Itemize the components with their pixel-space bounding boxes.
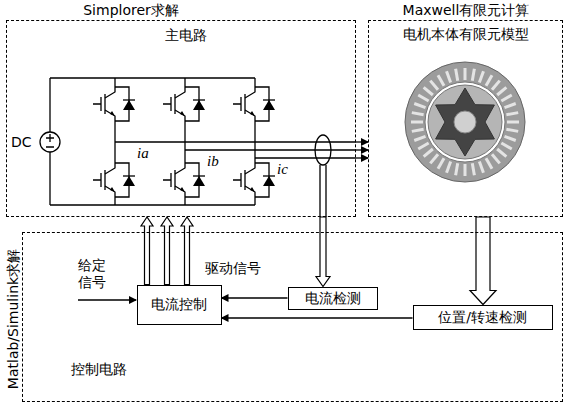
inverter-circuit	[40, 78, 356, 205]
motor-model	[405, 62, 525, 182]
region-heading: 主电路	[165, 27, 207, 44]
box-label: 位置/转速检测	[438, 309, 527, 326]
setpoint-arrow	[78, 300, 136, 301]
region-heading: Matlab/Simulink求解	[5, 249, 22, 389]
box-label: 电流检测	[305, 290, 361, 307]
signal-connector	[222, 298, 288, 299]
maxwell-region: Maxwell有限元计算电机本体有限元模型	[368, 20, 563, 217]
current-label: ic	[277, 161, 288, 178]
box-label: 电流控制	[151, 296, 207, 313]
signal-connector	[470, 217, 496, 305]
signal-label: 给定 信号	[78, 257, 109, 291]
region-heading: 电机本体有限元模型	[403, 26, 529, 43]
region-heading: Maxwell有限元计算	[403, 2, 530, 19]
signal-label: 驱动信号	[205, 260, 261, 277]
process-box: 电流检测	[288, 287, 378, 310]
current-sensor	[315, 135, 331, 217]
signal-connector	[222, 318, 413, 319]
process-box: 位置/转速检测	[413, 305, 553, 330]
signal-connector	[141, 217, 193, 285]
process-box: 电流控制	[137, 285, 222, 325]
current-label: ib	[207, 153, 219, 170]
current-label: ia	[137, 145, 149, 162]
region-heading: 控制电路	[71, 361, 127, 378]
signal-connector	[316, 217, 330, 287]
igbt-switches	[93, 82, 275, 202]
simplorer-region: Simplorer求解主电路	[6, 20, 356, 217]
region-heading: Simplorer求解	[83, 2, 179, 19]
signal-connector	[356, 142, 368, 158]
source-label: DC	[11, 134, 32, 151]
